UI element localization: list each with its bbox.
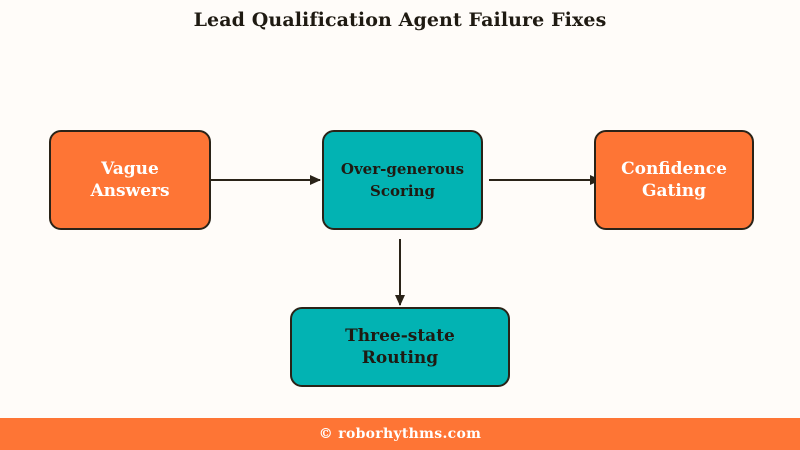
node-three-state-routing: Three-state Routing: [290, 307, 510, 387]
footer-copyright: © roborhythms.com: [318, 426, 482, 442]
node-over-generous-scoring-label: Over-generous Scoring: [340, 160, 465, 200]
node-vague-answers: Vague Answers: [49, 130, 211, 230]
node-confidence-gating: Confidence Gating: [594, 130, 754, 230]
node-three-state-routing-label: Three-state Routing: [345, 326, 455, 368]
node-over-generous-scoring: Over-generous Scoring: [322, 130, 483, 230]
diagram-title: Lead Qualification Agent Failure Fixes: [193, 9, 607, 31]
footer-bar: © roborhythms.com: [0, 418, 800, 450]
node-confidence-gating-label: Confidence Gating: [621, 159, 727, 201]
node-vague-answers-label: Vague Answers: [90, 159, 170, 201]
